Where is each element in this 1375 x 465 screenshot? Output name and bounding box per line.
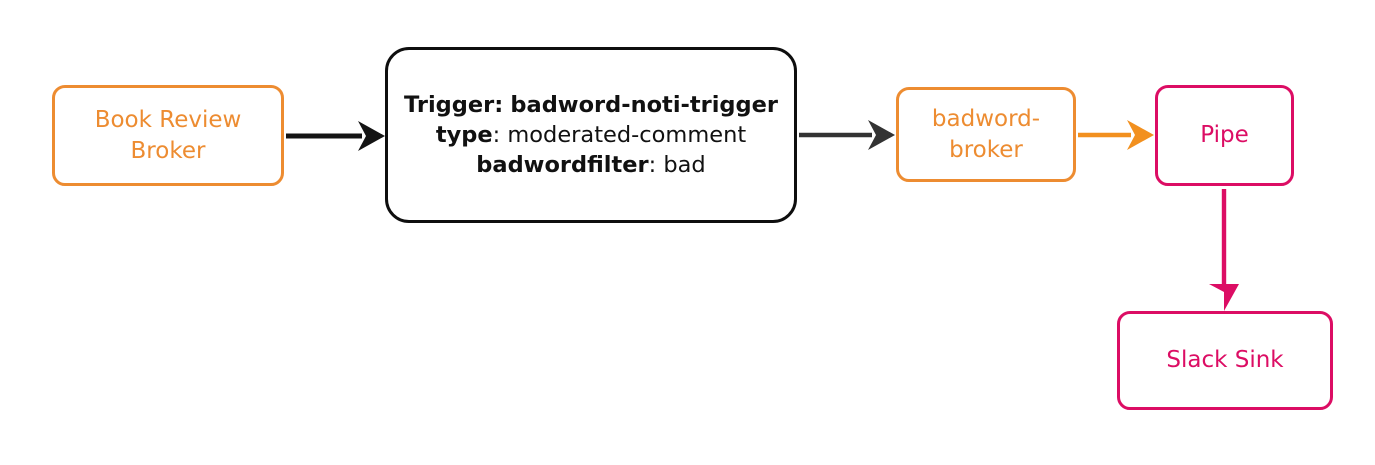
trigger-line-badwordfilter: badwordfilter: bad — [476, 152, 706, 179]
node-pipe[interactable]: Pipe — [1155, 85, 1294, 186]
node-badword-broker[interactable]: badword- broker — [896, 87, 1076, 182]
trigger-line-type: type: moderated-comment — [435, 121, 747, 148]
trigger-line-name: Trigger: badword-noti-trigger — [403, 91, 779, 118]
node-book-review-broker-label: Book Review Broker — [94, 106, 242, 164]
edge-pipe-to-slack-sink — [1209, 189, 1239, 311]
node-pipe-label: Pipe — [1200, 122, 1249, 149]
node-trigger-box[interactable]: Trigger: badword-noti-trigger type: mode… — [385, 47, 797, 223]
edge-book-review-to-trigger — [286, 121, 385, 151]
node-slack-sink-label: Slack Sink — [1166, 347, 1284, 374]
node-book-review-broker[interactable]: Book Review Broker — [52, 85, 284, 186]
node-badword-broker-label: badword- broker — [931, 105, 1041, 163]
edge-badword-broker-to-pipe — [1078, 120, 1154, 150]
edge-trigger-to-badword-broker — [799, 120, 895, 150]
node-slack-sink[interactable]: Slack Sink — [1117, 311, 1333, 410]
